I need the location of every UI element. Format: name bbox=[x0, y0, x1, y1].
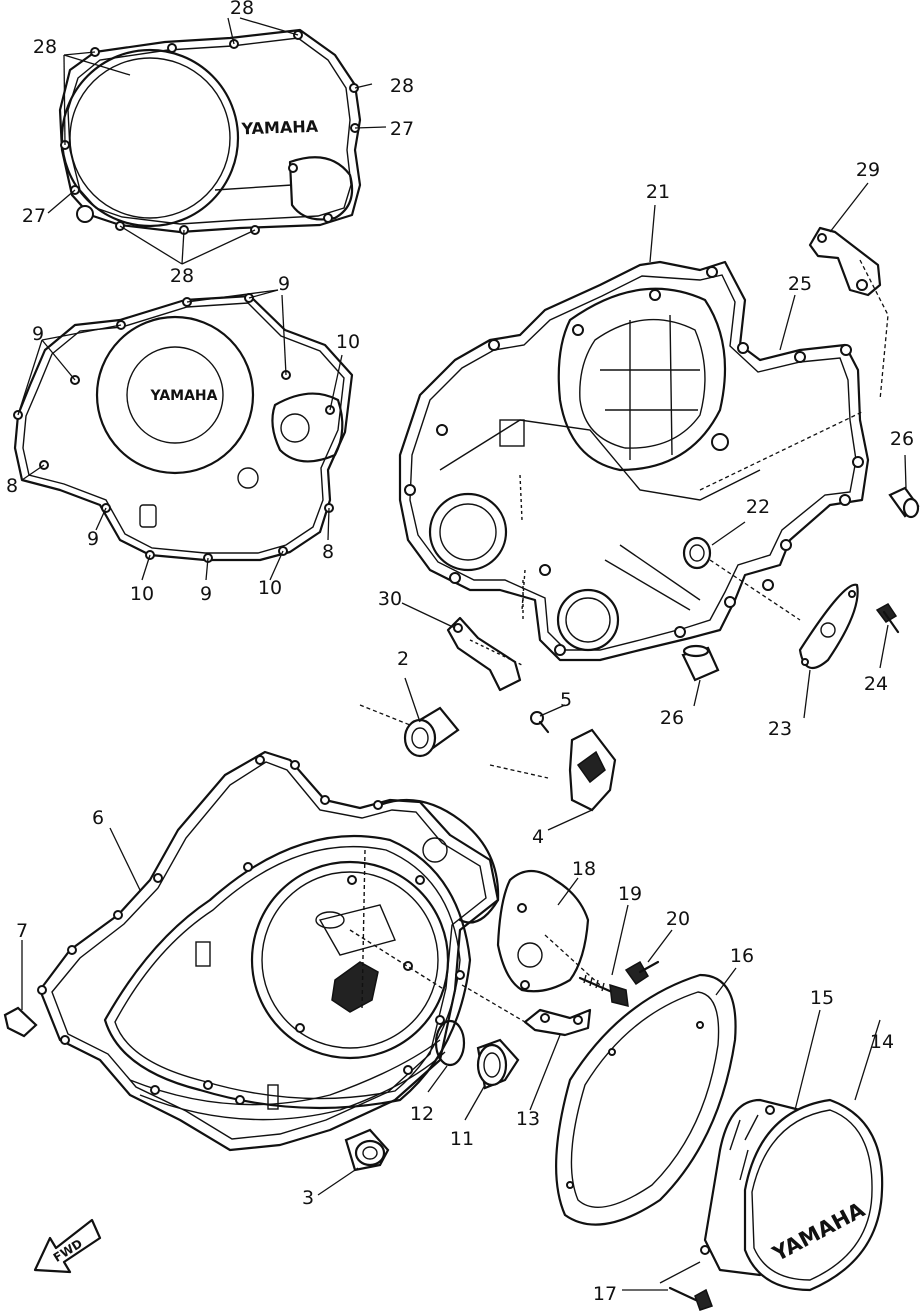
plug-11 bbox=[461, 984, 526, 1121]
label-13: 13 bbox=[516, 1108, 540, 1130]
label-9-lower-left: 9 bbox=[87, 528, 99, 550]
label-26-lower: 26 bbox=[660, 707, 684, 729]
leader-lines-gasket bbox=[17, 289, 343, 581]
seal-22 bbox=[682, 536, 712, 570]
plug-3 bbox=[317, 1128, 390, 1196]
dowel-26-lower bbox=[681, 644, 720, 682]
brand-logo-gasket: YAMAHA bbox=[150, 388, 218, 404]
label-12: 12 bbox=[410, 1103, 434, 1125]
leader-lines-upper-cover bbox=[47, 17, 387, 265]
label-2: 2 bbox=[397, 648, 409, 670]
label-28-left: 28 bbox=[33, 36, 57, 58]
bolt-20 bbox=[624, 929, 673, 986]
label-20: 20 bbox=[666, 908, 690, 930]
plate-18 bbox=[496, 869, 590, 993]
cover-plate-23 bbox=[798, 583, 859, 670]
bolt-19 bbox=[544, 904, 629, 1007]
label-28-top: 28 bbox=[230, 0, 254, 19]
generator-cover-gasket: YAMAHA bbox=[13, 293, 354, 563]
label-23: 23 bbox=[768, 718, 792, 740]
label-8-right: 8 bbox=[322, 541, 334, 563]
label-27-right: 27 bbox=[390, 118, 414, 140]
bracket-29 bbox=[808, 226, 882, 297]
bearing-2 bbox=[359, 677, 460, 758]
dowel-7 bbox=[3, 940, 38, 1038]
label-28-right: 28 bbox=[390, 75, 414, 97]
label-19: 19 bbox=[618, 883, 642, 905]
oring-12 bbox=[427, 1019, 466, 1093]
label-14: 14 bbox=[870, 1031, 894, 1053]
label-30: 30 bbox=[378, 588, 402, 610]
label-16: 16 bbox=[730, 945, 754, 967]
label-4: 4 bbox=[532, 826, 544, 848]
label-11: 11 bbox=[450, 1128, 474, 1150]
clamp-13 bbox=[523, 1008, 592, 1111]
label-5: 5 bbox=[560, 689, 572, 711]
label-9-top: 9 bbox=[278, 273, 290, 295]
cover-14: YAMAHA bbox=[743, 1019, 884, 1292]
label-24: 24 bbox=[864, 673, 888, 695]
crankcase-right bbox=[398, 260, 870, 662]
label-27-left: 27 bbox=[22, 205, 46, 227]
cover-15 bbox=[700, 1009, 822, 1277]
forward-direction-arrow: FWD bbox=[33, 1218, 102, 1274]
label-18: 18 bbox=[572, 858, 596, 880]
label-15: 15 bbox=[810, 987, 834, 1009]
screw-5 bbox=[530, 704, 566, 734]
label-22: 22 bbox=[746, 496, 770, 518]
label-9-bottom: 9 bbox=[200, 583, 212, 605]
leader-lines-crankcase bbox=[649, 204, 889, 546]
label-29: 29 bbox=[856, 159, 880, 181]
brand-logo-upper-cover: YAMAHA bbox=[240, 117, 319, 139]
label-10-bottom-right: 10 bbox=[258, 577, 282, 599]
label-25: 25 bbox=[788, 273, 812, 295]
crankcase-cover-left bbox=[37, 750, 500, 1152]
leader-lines-small-right bbox=[693, 182, 907, 719]
label-9-left: 9 bbox=[32, 323, 44, 345]
bracket-4 bbox=[489, 728, 617, 831]
label-28-bottom: 28 bbox=[170, 265, 194, 287]
dowel-26-upper bbox=[888, 486, 920, 519]
label-26-right: 26 bbox=[890, 428, 914, 450]
callout-labels: 28 28 28 27 27 28 9 9 10 8 9 8 10 9 10 2… bbox=[6, 0, 914, 1305]
leader-line-6 bbox=[109, 827, 141, 891]
label-7: 7 bbox=[16, 920, 28, 942]
label-17: 17 bbox=[593, 1283, 617, 1305]
bolt-24 bbox=[875, 603, 900, 634]
label-8-left: 8 bbox=[6, 475, 18, 497]
crankcase-cover-upper-left: YAMAHA bbox=[58, 28, 362, 235]
bracket-30 bbox=[401, 602, 523, 692]
label-10-bottom-left: 10 bbox=[130, 583, 154, 605]
gasket-16 bbox=[555, 967, 737, 1226]
label-6: 6 bbox=[92, 807, 104, 829]
label-3: 3 bbox=[302, 1187, 314, 1209]
screw-17 bbox=[622, 1261, 713, 1311]
label-10-top: 10 bbox=[336, 331, 360, 353]
label-21: 21 bbox=[646, 181, 670, 203]
